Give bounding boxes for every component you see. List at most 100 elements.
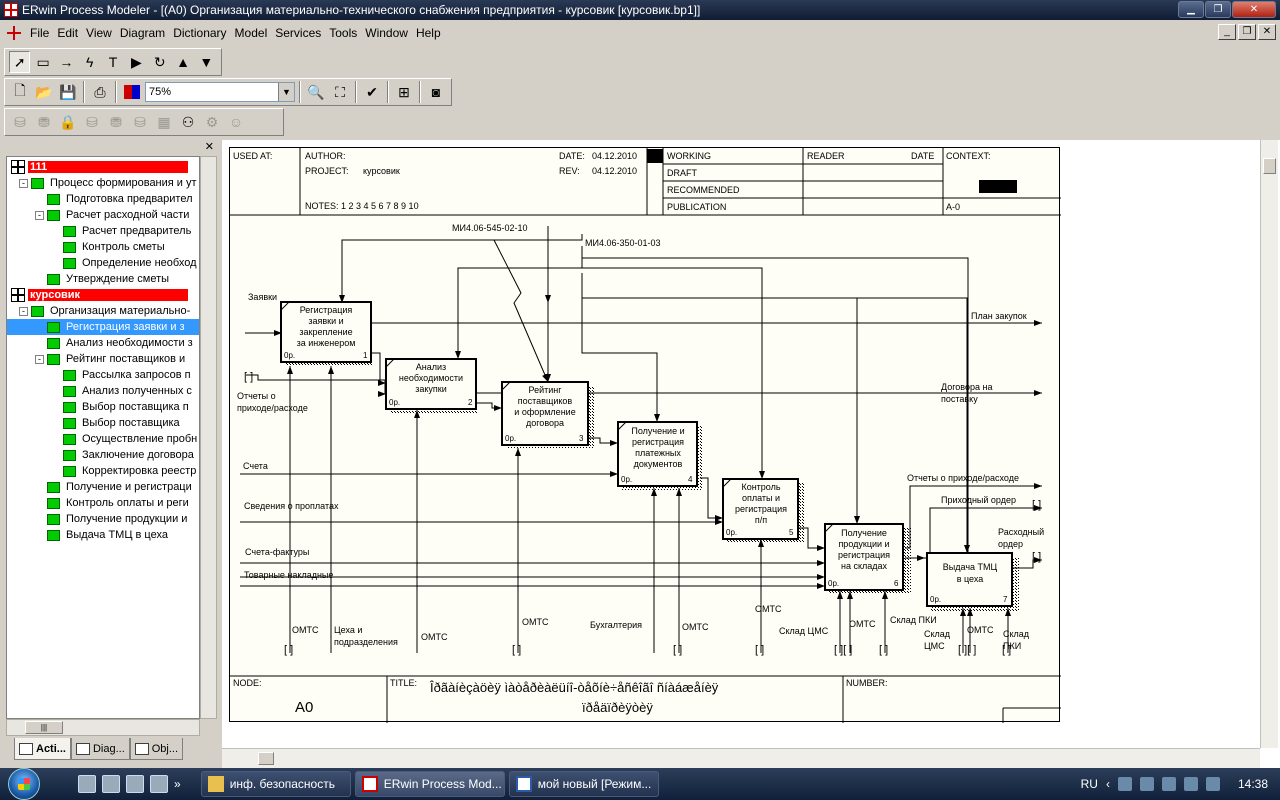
mart-people-icon[interactable]: ☺ [228,114,244,130]
menu-services[interactable]: Services [275,26,322,40]
taskbar-button-erwin[interactable]: ERwin Process Mod... [354,771,505,797]
clock[interactable]: 14:38 [1237,777,1268,791]
mdi-close-button[interactable]: ✕ [1258,24,1276,40]
zoom-select[interactable]: 75% ▼ [145,82,295,102]
menu-diagram[interactable]: Diagram [119,26,166,40]
save-icon[interactable]: 💾 [59,83,77,100]
menu-help[interactable]: Help [415,26,441,40]
canvas-vertical-scrollbar[interactable] [1260,140,1278,748]
browser-icon[interactable] [150,775,168,793]
taskbar-button-word[interactable]: мой новый [Режим... [508,771,659,797]
tree-horizontal-scrollbar[interactable]: ||| [6,719,200,736]
tab-activities[interactable]: Acti... [14,738,71,760]
mart-disconnect-icon[interactable]: ⛃ [38,113,50,130]
tray-icon[interactable] [1205,777,1220,791]
menu-window[interactable]: Window [365,26,408,40]
pointer-tool-icon[interactable]: ➚ [9,51,31,73]
menu-edit[interactable]: Edit [57,26,79,40]
go-down-icon[interactable]: ▼ [199,54,214,70]
rotate-icon[interactable]: ↻ [153,53,166,70]
tree-item[interactable]: Анализ полученных с [63,383,192,399]
tree-item[interactable]: Контроль сметы [63,239,165,255]
squiggle-tool-icon[interactable]: ϟ [86,54,94,70]
tree-item-selected[interactable]: Регистрация заявки и з [7,319,199,335]
tray-chevron-icon[interactable]: ‹ [1105,777,1110,791]
tree-item[interactable]: Утверждение сметы [47,271,169,287]
explorer-icon[interactable] [102,775,120,793]
start-button[interactable] [0,768,48,800]
go-to-parent-icon[interactable]: ▲ [176,54,190,70]
open-folder-icon[interactable]: 📂 [35,83,53,100]
tree-item[interactable]: Корректировка реестр [63,463,196,479]
minimize-button[interactable]: ▁ [1178,1,1204,18]
tree-item[interactable]: -Организация материально- [19,303,190,319]
mart-save-icon[interactable]: ⛃ [110,113,122,130]
tree-vertical-scrollbar[interactable] [200,156,217,719]
menu-file[interactable]: File [30,26,50,40]
restore-button[interactable]: ❐ [1205,1,1231,18]
tree-item[interactable]: Выбор поставщика п [63,399,189,415]
model-explorer-icon[interactable]: ⊞ [398,83,410,100]
network-icon[interactable] [1161,777,1176,791]
collapse-icon[interactable]: - [19,178,28,188]
tree-item[interactable]: -Рейтинг поставщиков и [35,351,185,367]
mdi-restore-button[interactable]: ❐ [1238,24,1256,40]
tree-item[interactable]: Получение продукции и [47,511,187,527]
close-button[interactable]: ✕ [1232,1,1276,18]
mart-grid-icon[interactable]: ▦ [157,113,171,130]
tree-item[interactable]: Выдача ТМЦ в цеха [47,527,168,543]
print-icon[interactable]: ⎙ [94,83,106,100]
tree-item[interactable]: -Расчет расходной части [35,207,189,223]
mart-users-icon[interactable]: ⚇ [181,113,195,130]
tray-icon[interactable] [1117,777,1132,791]
quick-launch-chevron-icon[interactable]: » [174,777,181,791]
tree-item[interactable]: Рассылка запросов п [63,367,191,383]
tree-item[interactable]: Выбор поставщика [63,415,180,431]
mdi-minimize-button[interactable]: _ [1218,24,1236,40]
show-desktop-icon[interactable] [78,775,96,793]
scrollbar-thumb[interactable]: ||| [25,721,63,734]
go-to-child-icon[interactable]: ▶ [130,53,142,70]
report-icon[interactable]: ◙ [431,84,441,100]
zoom-fit-icon[interactable]: ⛶ [335,83,345,100]
lock-icon[interactable]: 🔒 [59,113,77,130]
volume-icon[interactable] [1183,777,1198,791]
mart-merge-icon[interactable]: ⛁ [134,113,146,130]
taskbar-button-folder[interactable]: инф. безопасность [200,771,351,797]
tree-item[interactable]: Расчет предваритель [63,223,191,239]
zoom-in-icon[interactable]: 🔍 [307,83,325,100]
spellcheck-icon[interactable]: ✔ [366,83,378,100]
tree-item[interactable]: Определение необход [63,255,197,271]
menu-dictionary[interactable]: Dictionary [173,26,227,40]
tree-model-111[interactable]: 111 [11,159,188,175]
arrow-tool-icon[interactable]: → [59,54,74,70]
collapse-icon[interactable]: - [35,354,44,364]
tree-item[interactable]: Анализ необходимости з [47,335,193,351]
canvas-horizontal-scrollbar[interactable] [222,748,1260,768]
scrollbar-thumb[interactable] [258,752,274,765]
tree-item[interactable]: Получение и регистраци [47,479,192,495]
menu-model[interactable]: Model [234,26,268,40]
tree-model-kursovik[interactable]: курсовик [11,287,188,303]
tree-item[interactable]: Подготовка предварител [47,191,193,207]
collapse-icon[interactable]: - [19,306,28,316]
mart-connect-icon[interactable]: ⛁ [14,113,26,130]
text-tool-icon[interactable]: T [108,54,118,70]
erwin-app-icon[interactable] [4,3,18,17]
document-icon[interactable] [6,25,22,41]
menu-tools[interactable]: Tools [329,26,358,40]
tree-item[interactable]: Контроль оплаты и реги [47,495,189,511]
tree-item[interactable]: Осуществление пробн [63,431,197,447]
chevron-down-icon[interactable]: ▼ [278,83,294,101]
language-indicator[interactable]: RU [1080,777,1098,791]
color-icon[interactable] [121,81,143,103]
collapse-icon[interactable]: - [35,210,44,220]
tab-objects[interactable]: Obj... [129,738,184,760]
